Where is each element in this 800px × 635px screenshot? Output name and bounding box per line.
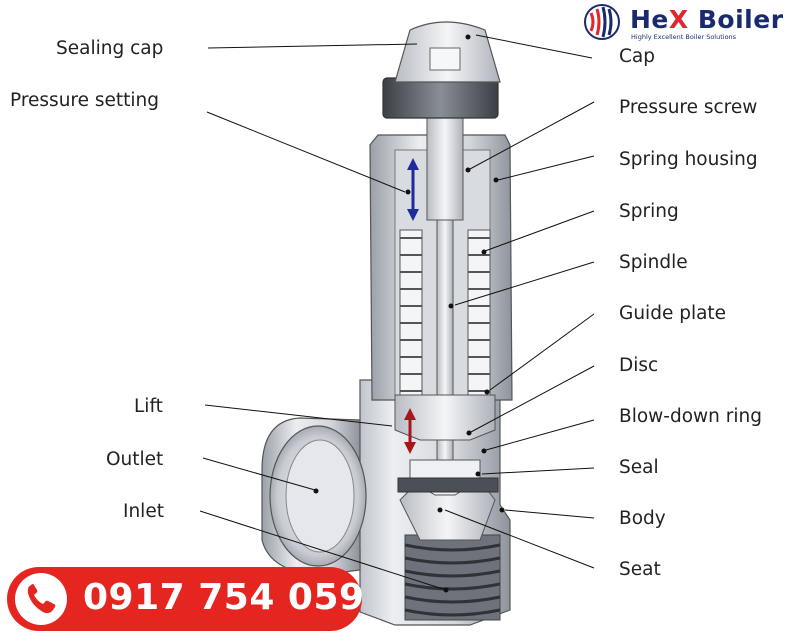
phone-number: 0917 754 059 xyxy=(83,577,365,618)
valve-body xyxy=(329,379,511,626)
label-body: Body xyxy=(619,508,666,529)
brand-tagline: Highly Excellent Boiler Solutions xyxy=(631,33,737,41)
label-outlet: Outlet xyxy=(106,449,164,470)
label-guide-plate: Guide plate xyxy=(619,303,727,324)
label-inlet: Inlet xyxy=(123,501,164,522)
pressure-setting-arrow xyxy=(407,158,419,221)
label-seat: Seat xyxy=(619,559,661,580)
label-lift: Lift xyxy=(134,396,163,417)
phone-icon-circle xyxy=(15,573,67,625)
inlet-threads xyxy=(404,534,501,621)
phone-icon xyxy=(27,584,56,614)
label-pressure-setting: Pressure setting xyxy=(10,90,160,111)
label-disc: Disc xyxy=(619,355,659,376)
label-pressure-screw: Pressure screw xyxy=(619,97,758,118)
guide-plate xyxy=(394,394,496,441)
pressure-screw xyxy=(426,109,464,221)
label-spring: Spring xyxy=(619,201,679,222)
lock-nut xyxy=(382,77,499,119)
label-spring-housing: Spring housing xyxy=(619,149,758,170)
label-blow-down-ring: Blow-down ring xyxy=(619,406,762,427)
leader-dots xyxy=(313,34,505,593)
label-spindle: Spindle xyxy=(619,252,688,273)
label-sealing-cap: Sealing cap xyxy=(56,38,164,59)
phone-banner[interactable]: 0917 754 059 xyxy=(7,567,365,631)
lift-arrow xyxy=(404,408,416,454)
label-seal: Seal xyxy=(619,457,659,478)
sealing-cap xyxy=(429,47,461,71)
brand-logo[interactable]: HeX Boiler Highly Excellent Boiler Solut… xyxy=(583,3,789,41)
blow-down-ring xyxy=(397,477,499,493)
label-cap: Cap xyxy=(619,46,655,67)
outlet-flange xyxy=(261,417,367,576)
leader-lines xyxy=(199,34,595,591)
brand-name: HeX Boiler xyxy=(630,5,784,34)
boiler-flame-icon xyxy=(584,4,620,40)
